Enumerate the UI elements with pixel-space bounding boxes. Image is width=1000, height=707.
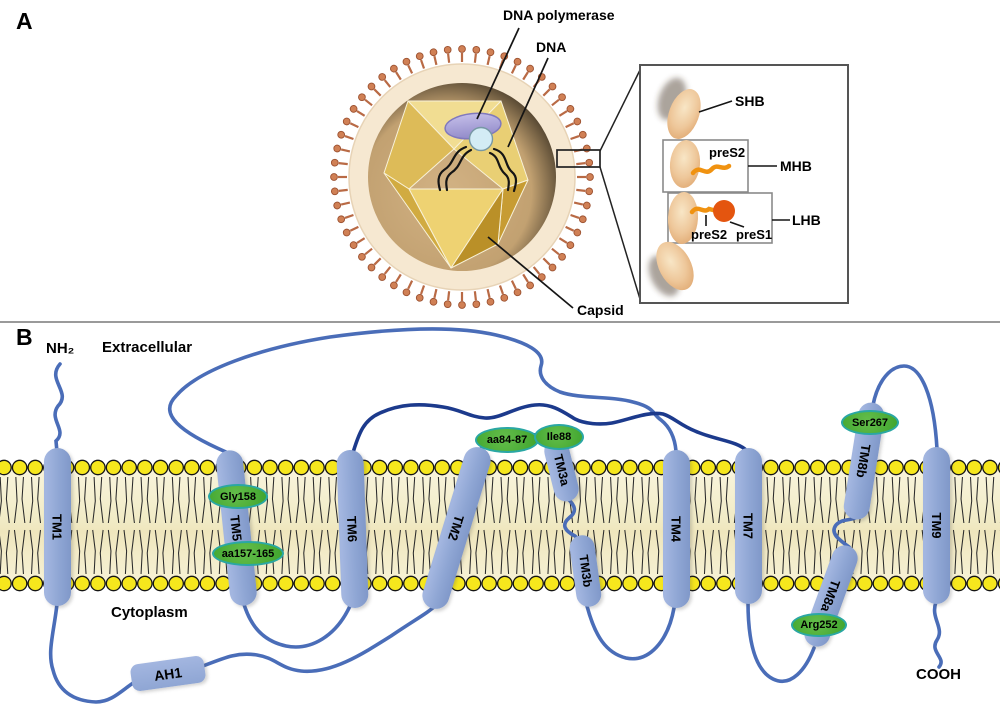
helix-tm9: TM9 [922, 447, 950, 604]
hbs-ellipses [656, 89, 701, 291]
dna-strands [437, 145, 518, 193]
nh2-tail [53, 362, 65, 454]
loop-ah1-tm2 [201, 603, 438, 674]
helix-tm6: TM6 [335, 449, 369, 609]
marker-ile88: Ile88 [534, 424, 584, 450]
cooh-tail [932, 600, 943, 669]
dna-polymerase-label: DNA polymerase [503, 7, 615, 23]
zig-tm3a-tm3b [562, 496, 581, 542]
helix-tm1: TM1 [43, 448, 71, 606]
surface-protein-inset [639, 64, 849, 304]
inset-leader-lines [698, 100, 790, 228]
dna-label: DNA [536, 39, 567, 55]
marker-aa157-165: aa157-165 [212, 541, 284, 566]
helix-tm7: TM7 [734, 448, 762, 604]
extracellular-label: Extracellular [102, 339, 193, 356]
loop-tm6-tm7 [350, 402, 749, 458]
marker-aa84-87: aa84-87 [475, 427, 539, 453]
envelope-spikes [330, 45, 594, 309]
marker-ser267: Ser267 [841, 410, 899, 435]
panel-b-label: B [16, 324, 33, 350]
panel-a-label: A [16, 8, 33, 34]
leader-lines-a [476, 27, 574, 309]
preS1-domain [713, 200, 735, 222]
loop-tm7-tm8a [746, 600, 816, 683]
pres1-lhb-label: preS1 [736, 227, 773, 242]
dna-circle [468, 126, 494, 152]
envelope-zoom-rect [556, 149, 601, 168]
pres2-lhb-label: preS2 [691, 227, 728, 242]
virion-graphic [330, 27, 641, 309]
loop-tm3b-tm4 [585, 604, 676, 661]
mhb-label: MHB [780, 158, 812, 174]
preS-chains [689, 163, 732, 215]
capsid-label: Capsid [577, 302, 624, 318]
cytoplasm-label: Cytoplasm [111, 604, 188, 621]
marker-arg252: Arg252 [791, 613, 847, 637]
loop-tm1-ah1 [48, 602, 138, 704]
cooh-label: COOH [916, 666, 961, 683]
helix-tm4: TM4 [662, 450, 690, 608]
zig-tm8a-tm8b [832, 515, 859, 549]
loop-tm5-tm6 [241, 599, 352, 649]
marker-gly158: Gly158 [208, 484, 268, 509]
shb-label: SHB [735, 93, 765, 109]
loop-tm8b-tm9 [871, 364, 939, 451]
loop-tm4-tm5 [168, 327, 678, 454]
lhb-label: LHB [792, 212, 821, 228]
pres2-mhb-label: preS2 [709, 145, 746, 160]
nh2-label: NH₂ [46, 340, 75, 357]
